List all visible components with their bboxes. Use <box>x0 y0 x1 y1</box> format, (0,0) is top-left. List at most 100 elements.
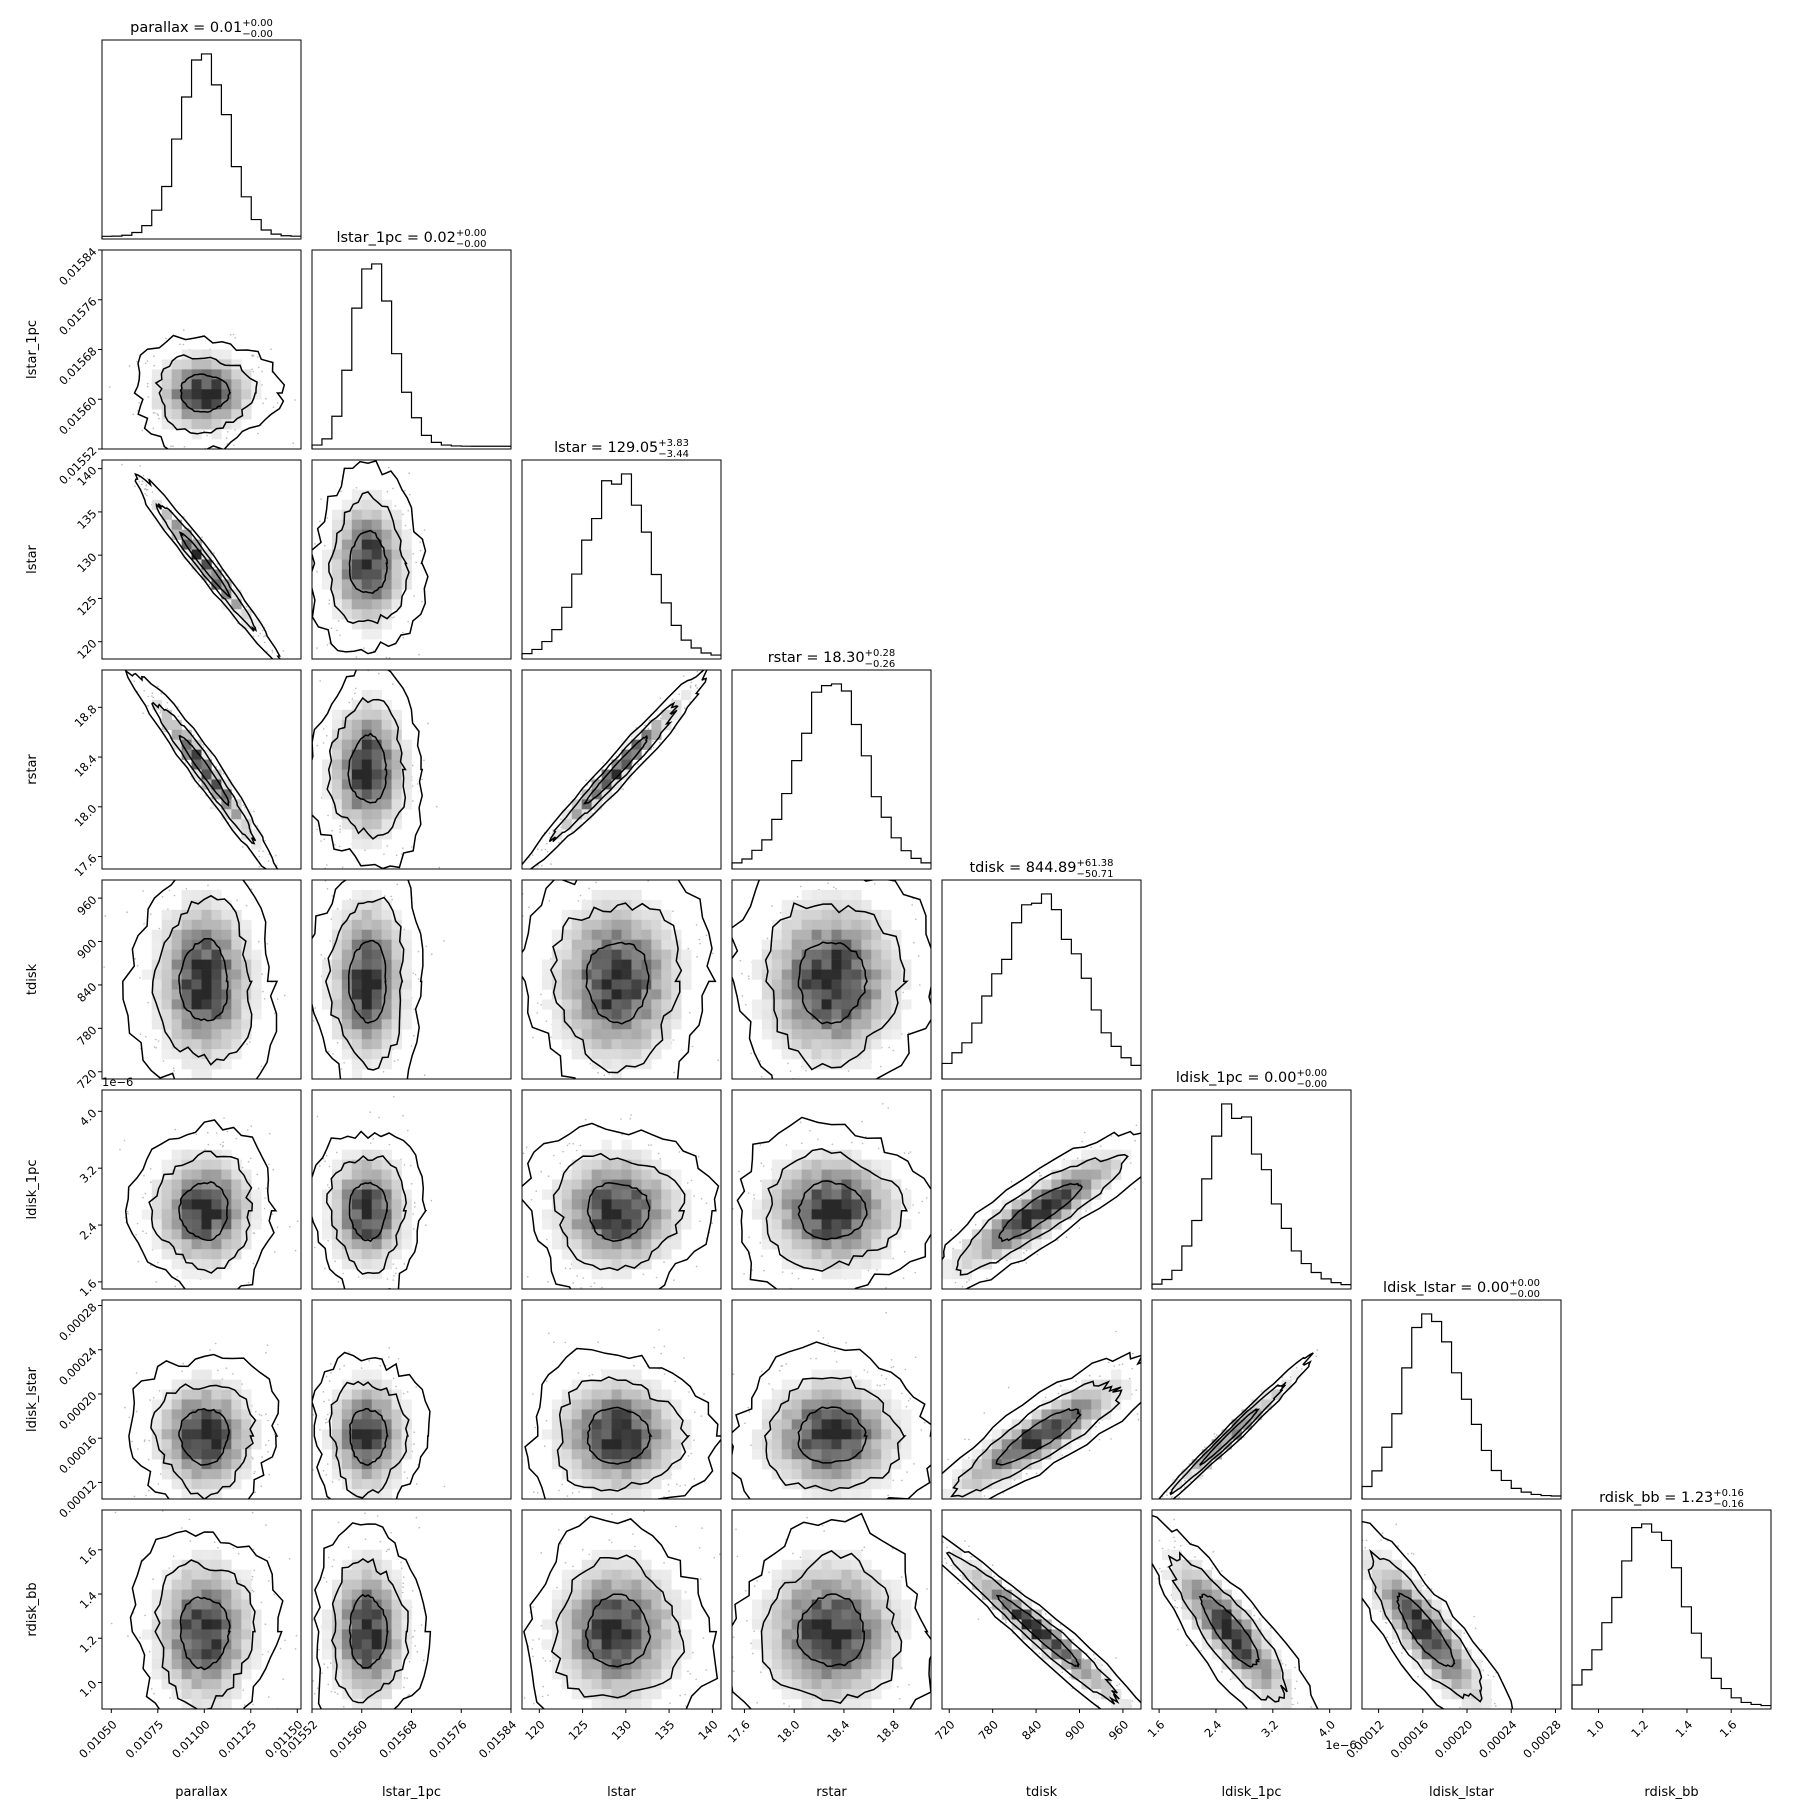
density-cell <box>881 1589 892 1600</box>
density-cell <box>221 1659 232 1670</box>
density-cell <box>861 1019 872 1030</box>
density-cell <box>561 1039 573 1050</box>
density-cell <box>851 959 862 970</box>
density-cell <box>641 1399 652 1410</box>
density-cell <box>221 1559 232 1570</box>
density-cell <box>781 1449 792 1460</box>
density-cell <box>381 969 392 980</box>
density-cell <box>951 1559 963 1570</box>
density-cell <box>621 889 632 901</box>
density-cell <box>601 919 612 931</box>
density-cell <box>551 1649 563 1660</box>
density-cell <box>961 1479 973 1490</box>
density-cell <box>1431 1639 1442 1650</box>
density-cell <box>1171 1579 1183 1590</box>
density-cell <box>351 1639 363 1650</box>
density-cell <box>381 1449 392 1460</box>
density-cell <box>641 1569 652 1580</box>
density-cell <box>231 1609 242 1620</box>
density-cell <box>821 899 832 911</box>
density-cell <box>661 1219 672 1230</box>
density-cell <box>1431 1629 1442 1640</box>
density-cell <box>181 409 192 420</box>
density-cell <box>391 1659 402 1670</box>
density-cell <box>611 1389 622 1400</box>
density-cell <box>341 529 353 540</box>
x-tick-label: 3.2 <box>1258 1717 1281 1740</box>
density-cell <box>1031 1189 1042 1200</box>
axes-frame <box>1361 1509 1562 1710</box>
axes-frame <box>311 1089 512 1290</box>
density-cell <box>201 1639 212 1650</box>
density-cell <box>351 1209 363 1220</box>
density-cell <box>371 1469 382 1480</box>
density-cell <box>231 1389 242 1400</box>
density-cell <box>151 1239 162 1250</box>
density-cell <box>631 1419 642 1430</box>
density-cell <box>201 1609 212 1620</box>
density-cell <box>251 389 262 400</box>
density-cell <box>641 1489 652 1499</box>
density-cell <box>871 1659 882 1670</box>
density-cell <box>581 1009 592 1020</box>
density-cell <box>821 1599 832 1610</box>
density-cell <box>221 1029 232 1040</box>
density-cell <box>571 1159 582 1170</box>
density-cell <box>631 1019 642 1030</box>
density-cell <box>201 1229 212 1240</box>
density-cell <box>151 1219 162 1230</box>
density-cell <box>201 1399 212 1410</box>
density-cell <box>791 1609 802 1620</box>
density-cell <box>371 979 382 990</box>
density-cell <box>241 929 252 940</box>
density-cell <box>361 1469 372 1480</box>
density-cell <box>341 899 353 911</box>
density-cell <box>181 919 192 931</box>
density-cell <box>381 609 392 620</box>
density-cell <box>1071 1169 1082 1180</box>
density-cell <box>761 1619 773 1630</box>
density-cell <box>191 999 202 1010</box>
density-cell <box>201 1219 212 1230</box>
density-cell <box>391 1569 402 1580</box>
density-cell <box>751 959 763 970</box>
density-cell <box>611 1029 622 1040</box>
density-cell <box>601 1269 612 1280</box>
density-cell <box>821 1419 832 1430</box>
density-cell <box>391 1409 402 1420</box>
density-cell <box>751 1599 763 1610</box>
density-cell <box>361 739 372 750</box>
density-cell <box>581 919 592 931</box>
density-cell <box>331 1169 343 1180</box>
density-cell <box>171 1209 182 1220</box>
density-cell <box>341 1589 353 1600</box>
density-cell <box>851 1149 862 1160</box>
density-cell <box>211 1439 222 1450</box>
density-cell <box>1251 1399 1262 1410</box>
density-cell <box>351 579 363 590</box>
density-cell <box>751 1009 763 1020</box>
density-cell <box>791 1199 802 1210</box>
density-cell <box>241 379 252 390</box>
y-tick-label: 0.00024 <box>56 1344 100 1388</box>
density-cell <box>571 1219 582 1230</box>
density-cell <box>211 1269 222 1280</box>
axes-frame <box>521 879 722 1080</box>
density-cell <box>561 1589 573 1600</box>
density-cell <box>251 989 262 1000</box>
density-cell <box>371 1199 382 1210</box>
density-cell <box>341 569 353 580</box>
density-cell <box>171 1199 182 1210</box>
density-cell <box>771 919 783 931</box>
density-cell <box>781 1639 792 1650</box>
density-cell <box>881 1419 892 1430</box>
density-cell <box>601 1689 612 1700</box>
density-cell <box>151 1619 162 1630</box>
density-cell <box>201 989 212 1000</box>
density-cell <box>1281 1679 1292 1690</box>
density-cell <box>611 1609 622 1620</box>
y-tick-label: 1.6 <box>77 1277 100 1300</box>
density-cell <box>591 1169 602 1180</box>
density-cell <box>391 1169 402 1180</box>
density-cell <box>371 1149 382 1160</box>
